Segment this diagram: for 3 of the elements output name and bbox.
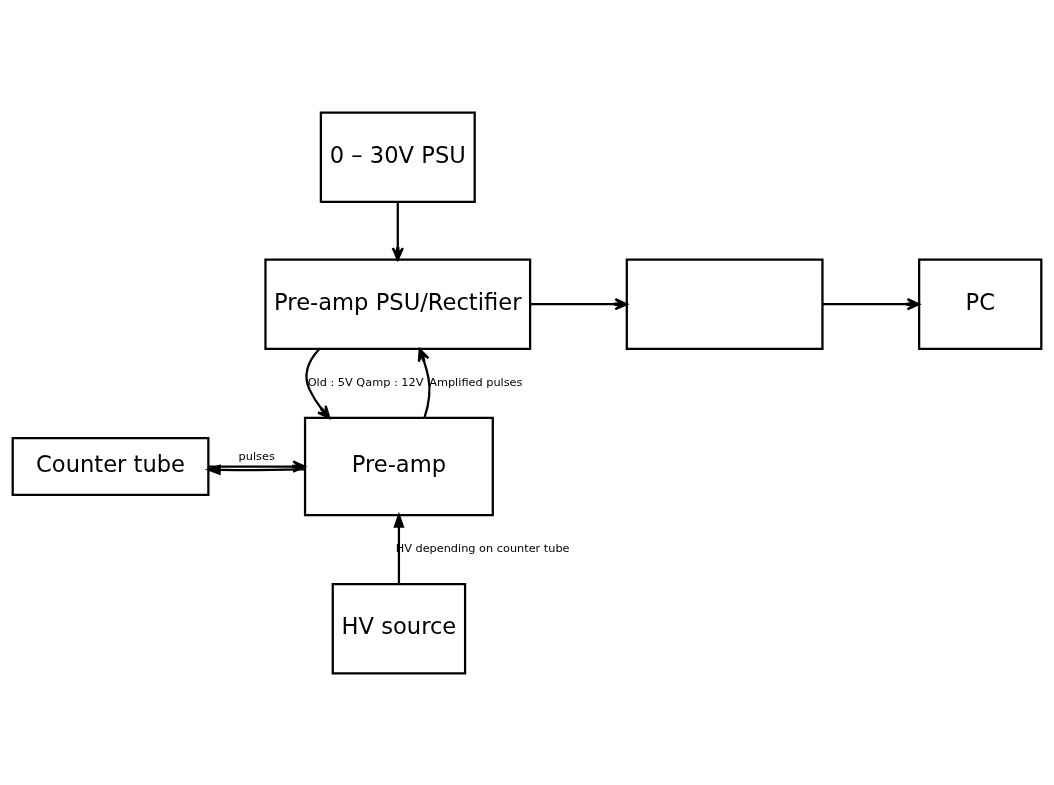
edge-label: Amplified pulses <box>429 375 523 389</box>
edge-label: pulses <box>238 449 275 463</box>
edge-label: Old : 5V Qamp : 12V <box>307 375 424 389</box>
